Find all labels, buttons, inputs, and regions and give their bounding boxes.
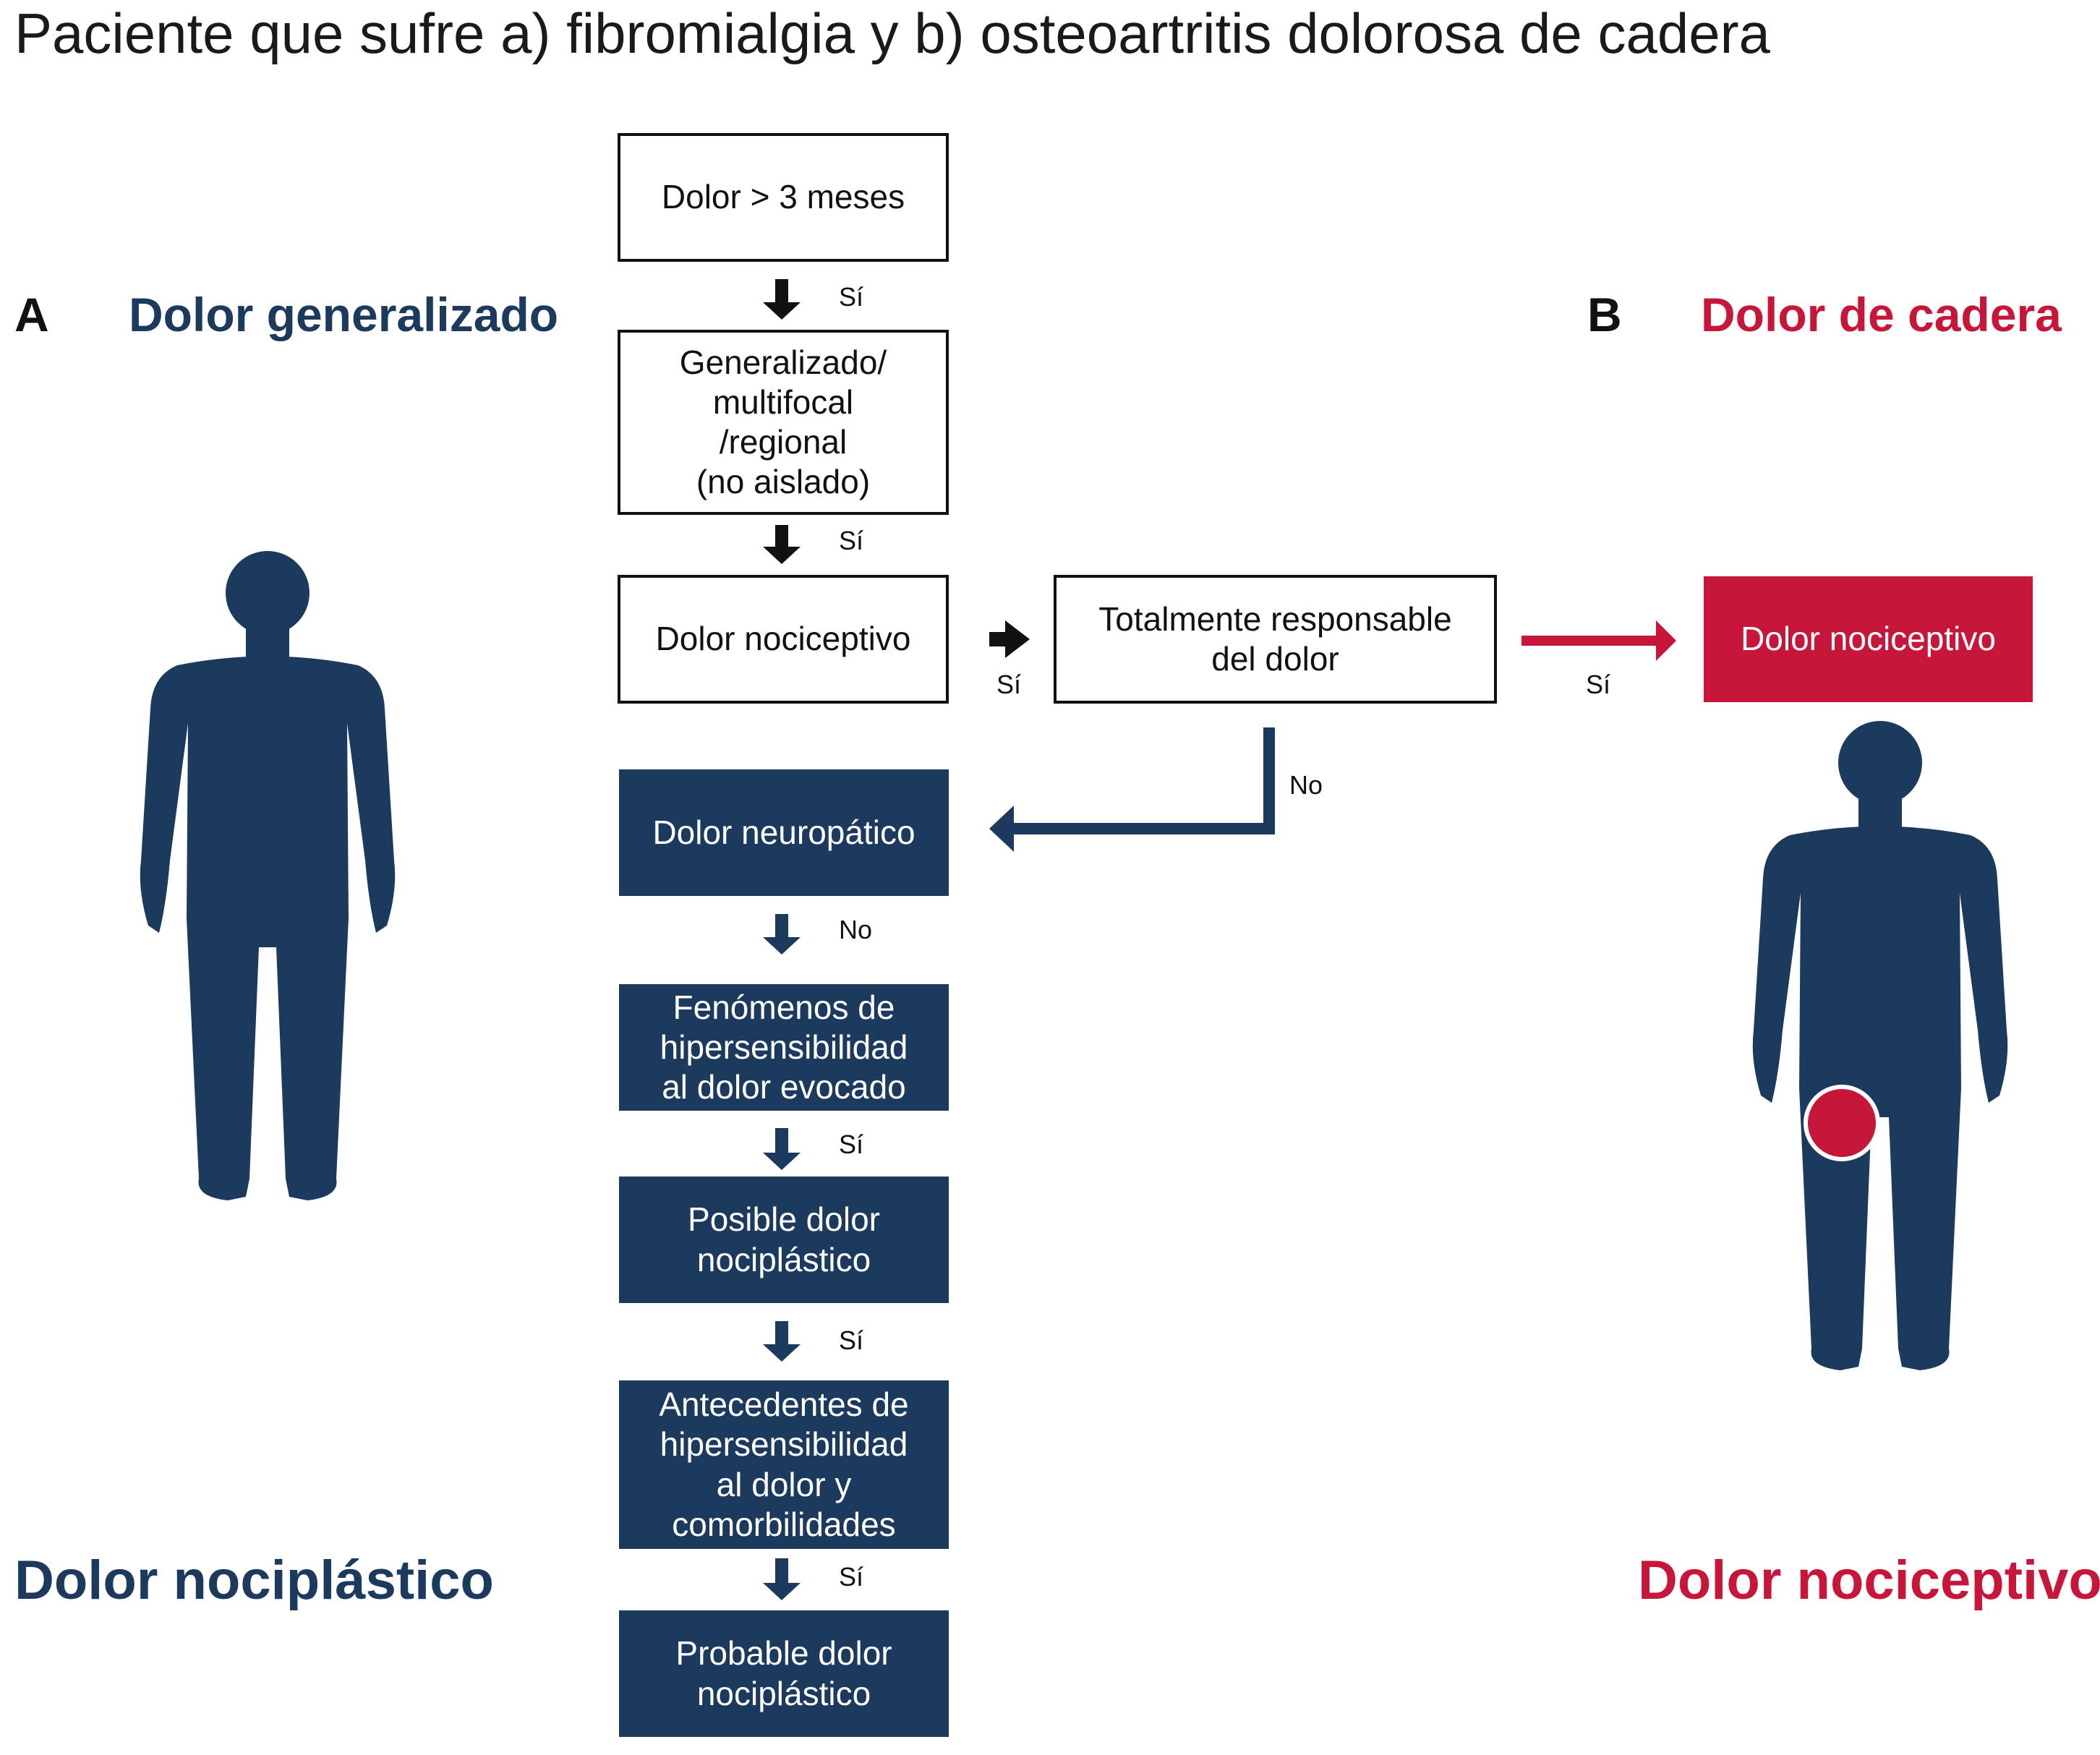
body-silhouette-icon-a [140,551,396,1200]
yes-label: Sí [1586,670,1611,699]
yes-label: Sí [839,1325,864,1355]
yes-label: Sí [839,526,864,555]
down-arrow-icon [763,525,801,564]
step-neuropathic-box: Dolor neuropático [619,769,949,896]
step-distribution-box: Generalizado/ multifocal /regional (no a… [618,330,949,515]
panel-a-letter: A [14,288,49,341]
hip-pain-marker-icon [1804,1085,1880,1161]
down-arrow-icon [763,1128,801,1170]
history-comorbidities-box: Antecedentes de hipersensibilidad al dol… [619,1380,949,1549]
side-check-box: Totalmente responsable del dolor [1054,575,1497,704]
down-arrow-icon [763,1321,801,1362]
down-arrow-icon [763,914,801,955]
yes-label: Sí [839,1562,864,1592]
right-arrow-icon [989,620,1030,658]
probable-nociplastic-box: Probable dolor nociplástico [619,1610,949,1737]
no-return-arrow-icon [989,727,1275,852]
step-hypersensitivity-box: Fenómenos de hipersensibilidad al dolor … [619,984,949,1111]
yes-label: Sí [996,670,1022,699]
body-silhouette-icon-b [1752,721,2008,1370]
no-label: No [839,915,873,944]
possible-nociplastic-box: Posible dolor nociplástico [619,1177,949,1303]
no-label: No [1289,770,1323,800]
yes-label: Sí [839,282,864,312]
red-right-arrow-icon [1521,620,1676,661]
yes-label: Sí [839,1130,864,1159]
step-nociceptive-box: Dolor nociceptivo [618,575,949,704]
panel-a-outcome: Dolor nociplástico [14,1550,494,1611]
panel-b-outcome: Dolor nociceptivo [1638,1550,2100,1611]
down-arrow-icon [763,1558,801,1600]
page-title: Paciente que sufre a) fibromialgia y b) … [14,1,1770,65]
panel-b-heading: Dolor de cadera [1701,288,2062,341]
nociceptive-result-box: Dolor nociceptivo [1704,576,2033,702]
step-duration-box: Dolor > 3 meses [618,133,949,262]
panel-b-letter: B [1587,288,1622,341]
panel-a-heading: Dolor generalizado [129,288,559,341]
down-arrow-icon [763,279,801,320]
